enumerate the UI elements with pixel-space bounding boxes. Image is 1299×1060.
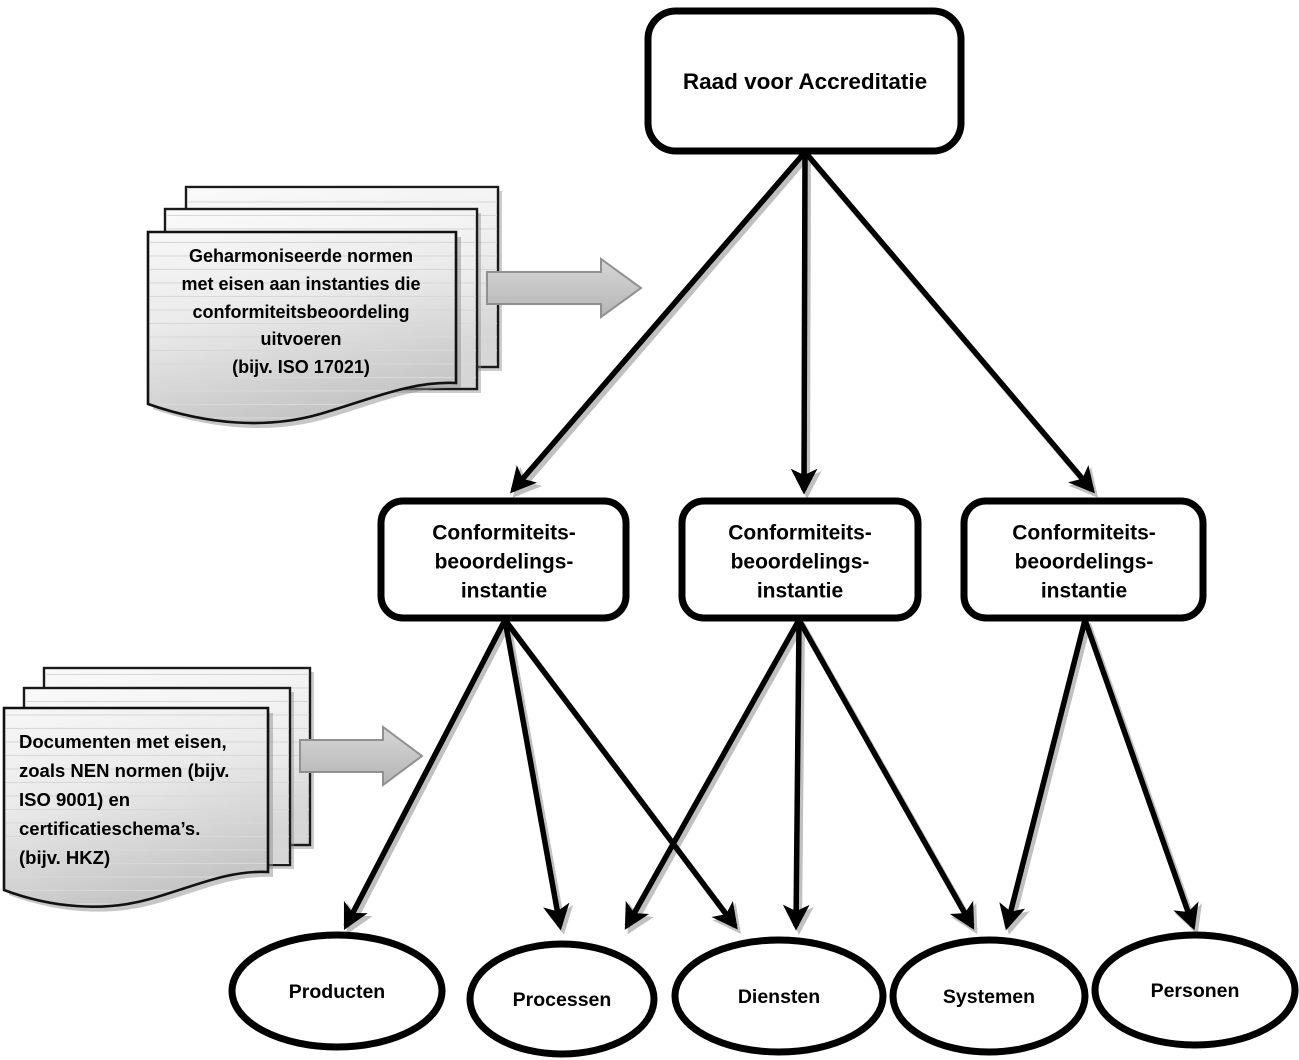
- cbi-1-label-line3: instantie: [461, 580, 547, 603]
- connector-raad-to-cbi-2: [790, 151, 818, 495]
- node-diensten[interactable]: Diensten: [671, 936, 887, 1056]
- doc2-front-rules: [6, 710, 266, 905]
- connector-cbi-1-to-processen: [502, 619, 570, 931]
- connectors-raad-to-cbi: [510, 150, 1095, 495]
- document-requirement-documents[interactable]: Documenten met eisen, zoals NEN normen (…: [2, 666, 314, 912]
- connector-cbi-2-to-processen: [624, 618, 802, 930]
- document-harmonised-standards[interactable]: Geharmoniseerde normen met eisen aan ins…: [146, 185, 502, 429]
- doc2-line-5: (bijv. HKZ): [19, 847, 110, 868]
- connector-cbi-3-to-systemen: [999, 619, 1088, 931]
- doc2-line-2: zoals NEN normen (bijv.: [19, 760, 229, 781]
- connector-cbi-2-to-diensten: [782, 619, 810, 931]
- systemen-label: Systemen: [943, 986, 1035, 1008]
- node-cbi-2[interactable]: Conformiteits- beoordelings- instantie: [678, 497, 922, 622]
- doc1-line-4: uitvoeren: [260, 329, 341, 349]
- cbi-3-label-line2: beoordelings-: [1015, 551, 1154, 574]
- diensten-ellipse[interactable]: [671, 936, 887, 1056]
- node-systemen[interactable]: Systemen: [889, 936, 1089, 1056]
- connector-cbi-1-to-producten: [343, 618, 508, 930]
- producten-label: Producten: [289, 981, 385, 1003]
- personen-label: Personen: [1151, 980, 1240, 1002]
- connector-cbi-1-to-diensten: [502, 618, 738, 930]
- raad-box[interactable]: [644, 7, 965, 155]
- block-arrow-2-shape: [299, 725, 424, 787]
- doc2-line-4: certificatieschema’s.: [19, 818, 200, 839]
- cbi-2-label-line3: instantie: [757, 580, 843, 603]
- personen-ellipse[interactable]: [1091, 931, 1299, 1049]
- connector-raad-to-cbi-3: [802, 150, 1095, 494]
- systemen-ellipse[interactable]: [889, 936, 1089, 1056]
- doc1-front-rules: [150, 234, 454, 422]
- node-personen[interactable]: Personen: [1091, 931, 1299, 1049]
- connector-raad-to-cbi-1: [510, 150, 808, 494]
- node-raad-voor-accreditatie[interactable]: Raad voor Accreditatie: [644, 7, 965, 155]
- cbi-1-label-line1: Conformiteits-: [432, 522, 576, 545]
- node-processen[interactable]: Processen: [466, 940, 658, 1058]
- doc1-line-3: conformiteitsbeoordeling: [192, 302, 409, 322]
- block-arrow-1-shape: [486, 257, 643, 319]
- block-arrow-standards-to-raad: [486, 257, 643, 319]
- doc2-line-1: Documenten met eisen,: [19, 731, 227, 752]
- cbi-2-box[interactable]: [678, 497, 922, 622]
- cbi-1-label-line2: beoordelings-: [435, 551, 574, 574]
- doc1-line-5: (bijv. ISO 17021): [232, 357, 370, 377]
- cbi-1-box[interactable]: [377, 497, 630, 622]
- doc1-line-2: met eisen aan instanties die: [181, 274, 420, 294]
- cbi-2-label-line2: beoordelings-: [731, 551, 870, 574]
- block-arrow-requirements-to-cbi: [299, 725, 424, 787]
- node-producten[interactable]: Producten: [228, 931, 446, 1051]
- node-cbi-3[interactable]: Conformiteits- beoordelings- instantie: [960, 497, 1207, 622]
- cbi-3-label-line3: instantie: [1041, 580, 1127, 603]
- processen-ellipse[interactable]: [466, 940, 658, 1058]
- processen-label: Processen: [513, 989, 612, 1011]
- doc2-line-3: ISO 9001) en: [19, 789, 130, 810]
- doc2-sheet-front[interactable]: Documenten met eisen, zoals NEN normen (…: [2, 706, 273, 912]
- connector-cbi-2-to-systemen: [796, 618, 975, 930]
- connector-cbi-3-to-personen: [1082, 619, 1199, 931]
- node-cbi-1[interactable]: Conformiteits- beoordelings- instantie: [377, 497, 630, 622]
- cbi-3-label-line1: Conformiteits-: [1012, 522, 1156, 545]
- doc1-line-1: Geharmoniseerde normen: [189, 246, 413, 266]
- raad-label: Raad voor Accreditatie: [683, 69, 927, 94]
- connectors-cbi-to-objects: [343, 618, 1199, 931]
- cbi-2-label-line1: Conformiteits-: [728, 522, 872, 545]
- producten-ellipse[interactable]: [228, 931, 446, 1051]
- cbi-3-box[interactable]: [960, 497, 1207, 622]
- diensten-label: Diensten: [738, 986, 820, 1008]
- doc1-sheet-front[interactable]: Geharmoniseerde normen met eisen aan ins…: [146, 230, 461, 429]
